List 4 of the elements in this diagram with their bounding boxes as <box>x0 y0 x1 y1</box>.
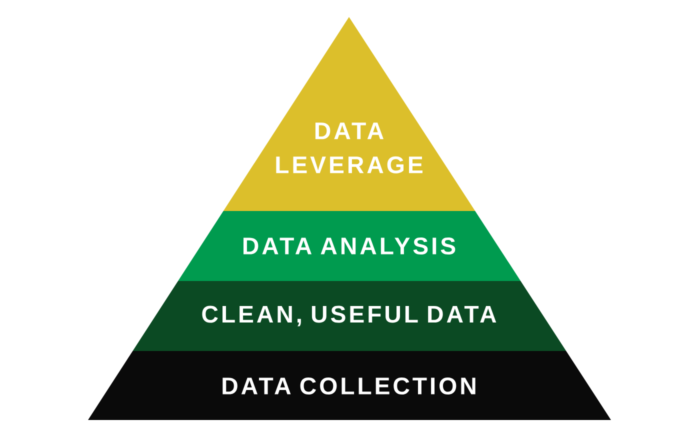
pyramid-band: CLEAN, USEFUL DATA <box>132 280 566 351</box>
pyramid-band: DATA COLLECTION <box>88 350 611 420</box>
pyramid-top: DATA LEVERAGE <box>223 17 476 211</box>
pyramid-band: DATA ANALYSIS <box>178 211 521 281</box>
